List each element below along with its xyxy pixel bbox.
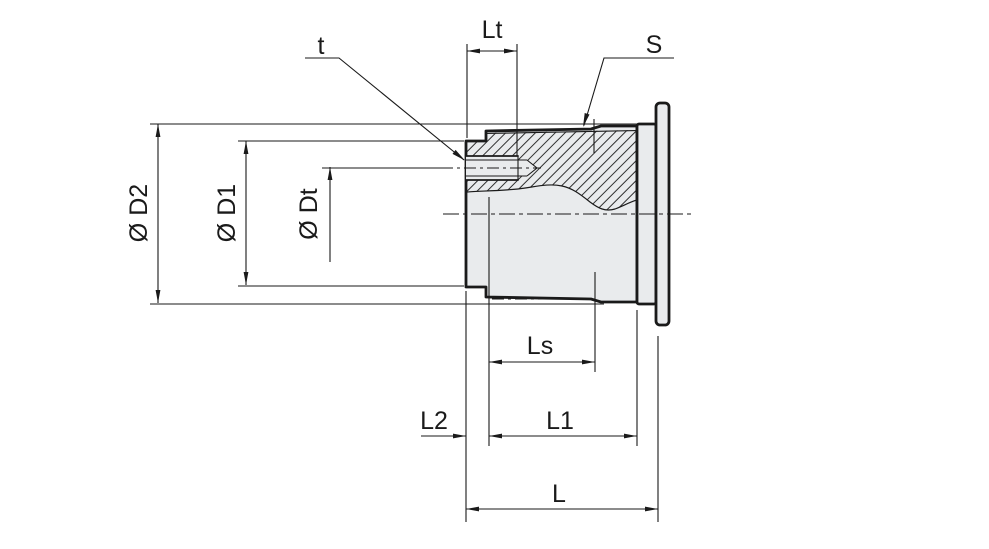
leader-t: t (305, 32, 465, 161)
dim-l2-label: L2 (420, 407, 448, 435)
dim-ls: Ls (488, 119, 596, 446)
dim-l: L (466, 336, 659, 522)
dim-l-label: L (552, 480, 566, 508)
dim-dt-label: Ø Dt (295, 188, 323, 239)
tapped-hole (465, 155, 538, 181)
dim-lt-label: Lt (482, 16, 503, 44)
dim-d1-label: Ø D1 (213, 184, 241, 242)
dim-lt: Lt (466, 16, 518, 156)
leader-t-label: t (318, 32, 325, 60)
dim-l1: L1 (489, 310, 638, 446)
dim-d2: Ø D2 (125, 123, 639, 305)
dim-d1: Ø D1 (213, 140, 464, 287)
dim-l2: L2 (420, 291, 467, 522)
break-line-wave (466, 184, 638, 211)
dim-l1-label: L1 (546, 407, 574, 435)
dim-d2-label: Ø D2 (125, 184, 153, 242)
sleeve-inner-line (484, 129, 638, 135)
dim-dt: Ø Dt (295, 167, 447, 262)
leader-s-label: S (646, 31, 663, 59)
dim-ls-label: Ls (527, 332, 553, 360)
